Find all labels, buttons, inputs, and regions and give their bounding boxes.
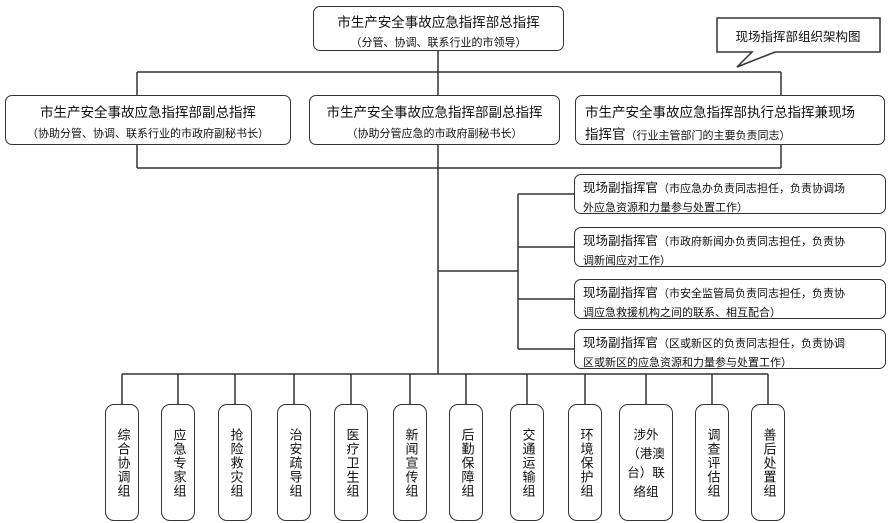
group-label: 综合协调组 (114, 427, 130, 498)
field-deputy-head: 现场副指挥官 (583, 285, 659, 300)
executive-title-cont: 指挥官 (585, 127, 626, 143)
group-box: 调查评估组 (695, 404, 729, 521)
field-deputy-detail-cont: 区或新区的应急资源和力量参与处置工作） (583, 356, 792, 369)
field-deputy-box-4: 现场副指挥官（区或新区的负责同志担任，负责协调 区或新区的应急资源和力量参与处置… (574, 329, 886, 369)
group-box: 环境保护组 (568, 404, 602, 521)
group-label: 环境保护组 (577, 427, 593, 498)
field-deputy-detail-cont: 调应急救援机构之间的联系、相互配合） (583, 306, 781, 319)
field-deputy-box-1: 现场副指挥官（市应急办负责同志担任，负责协调场 外应急资源和力量参与处置工作） (574, 174, 886, 214)
deputy-title: 市生产安全事故应急指挥部副总指挥 (40, 105, 256, 121)
group-box: 治安疏导组 (277, 404, 311, 521)
executive-subtitle: （行业主管部门的主要负责同志） (625, 129, 791, 142)
group-box: 综合协调组 (105, 404, 139, 521)
field-deputy-detail: （市政府新闻办负责同志担任，负责协 (658, 235, 846, 248)
field-deputy-detail: （市安全监管局负责同志担任，负责协 (658, 287, 846, 300)
executive-title: 市生产安全事故应急指挥部执行总指挥兼现场 (585, 105, 855, 121)
group-label: 新闻宣传组 (402, 427, 418, 498)
executive-subtitle-row: 指挥官（行业主管部门的主要负责同志） (585, 123, 884, 143)
group-box: 医疗卫生组 (334, 404, 368, 521)
field-deputy-head: 现场副指挥官 (583, 180, 659, 195)
group-label: 抢险救灾组 (227, 427, 243, 498)
deputy-title: 市生产安全事故应急指挥部副总指挥 (326, 105, 543, 121)
group-label: 医疗卫生组 (343, 427, 359, 498)
field-deputy-head: 现场副指挥官 (583, 233, 659, 248)
callout-shape (716, 17, 881, 68)
field-deputy-box-3: 现场副指挥官（市安全监管局负责同志担任，负责协 调应急救援机构之间的联系、相互配… (574, 279, 886, 319)
field-deputy-detail-cont: 调新闻应对工作） (583, 254, 671, 267)
group-box: 交通运输组 (510, 404, 544, 521)
group-box: 应急专家组 (161, 404, 195, 521)
deputy-commander-box-2: 市生产安全事故应急指挥部副总指挥 （协助分管应急的市政府副秘书长） (309, 95, 560, 145)
executive-commander-box: 市生产安全事故应急指挥部执行总指挥兼现场 指挥官（行业主管部门的主要负责同志） (575, 95, 885, 145)
group-label: 涉外（港澳台）联络组 (627, 426, 665, 499)
field-deputy-head: 现场副指挥官 (583, 335, 659, 350)
field-deputy-detail: （市应急办负责同志担任，负责协调场 (658, 182, 846, 195)
group-box: 新闻宣传组 (393, 404, 427, 521)
deputy-commander-box-1: 市生产安全事故应急指挥部副总指挥 （协助分管、协调、联系行业的市政府副秘书长） (5, 95, 291, 145)
callout-label: 现场指挥部组织架构图 (735, 29, 861, 44)
field-deputy-detail-cont: 外应急资源和力量参与处置工作） (583, 201, 748, 214)
group-label: 治安疏导组 (286, 427, 302, 498)
commander-subtitle: （分管、协调、联系行业的市领导） (350, 36, 527, 49)
field-deputy-box-2: 现场副指挥官（市政府新闻办负责同志担任，负责协 调新闻应对工作） (574, 227, 886, 267)
field-deputy-detail: （区或新区的负责同志担任，负责协调 (658, 337, 846, 350)
group-box: 涉外（港澳台）联络组 (619, 404, 673, 521)
group-label: 调查评估组 (704, 427, 720, 498)
group-label: 善后处置组 (760, 427, 776, 498)
group-label: 后勤保障组 (458, 427, 474, 498)
group-box: 善后处置组 (751, 404, 785, 521)
group-box: 后勤保障组 (449, 404, 483, 521)
deputy-subtitle: （协助分管应急的市政府副秘书长） (346, 127, 523, 140)
group-label: 应急专家组 (170, 427, 186, 498)
group-box: 抢险救灾组 (218, 404, 252, 521)
commander-box: 市生产安全事故应急指挥部总指挥 （分管、协调、联系行业的市领导） (313, 6, 564, 51)
group-label: 交通运输组 (519, 427, 535, 498)
deputy-subtitle: （协助分管、协调、联系行业的市政府副秘书长） (27, 127, 269, 140)
commander-title: 市生产安全事故应急指挥部总指挥 (337, 15, 540, 31)
